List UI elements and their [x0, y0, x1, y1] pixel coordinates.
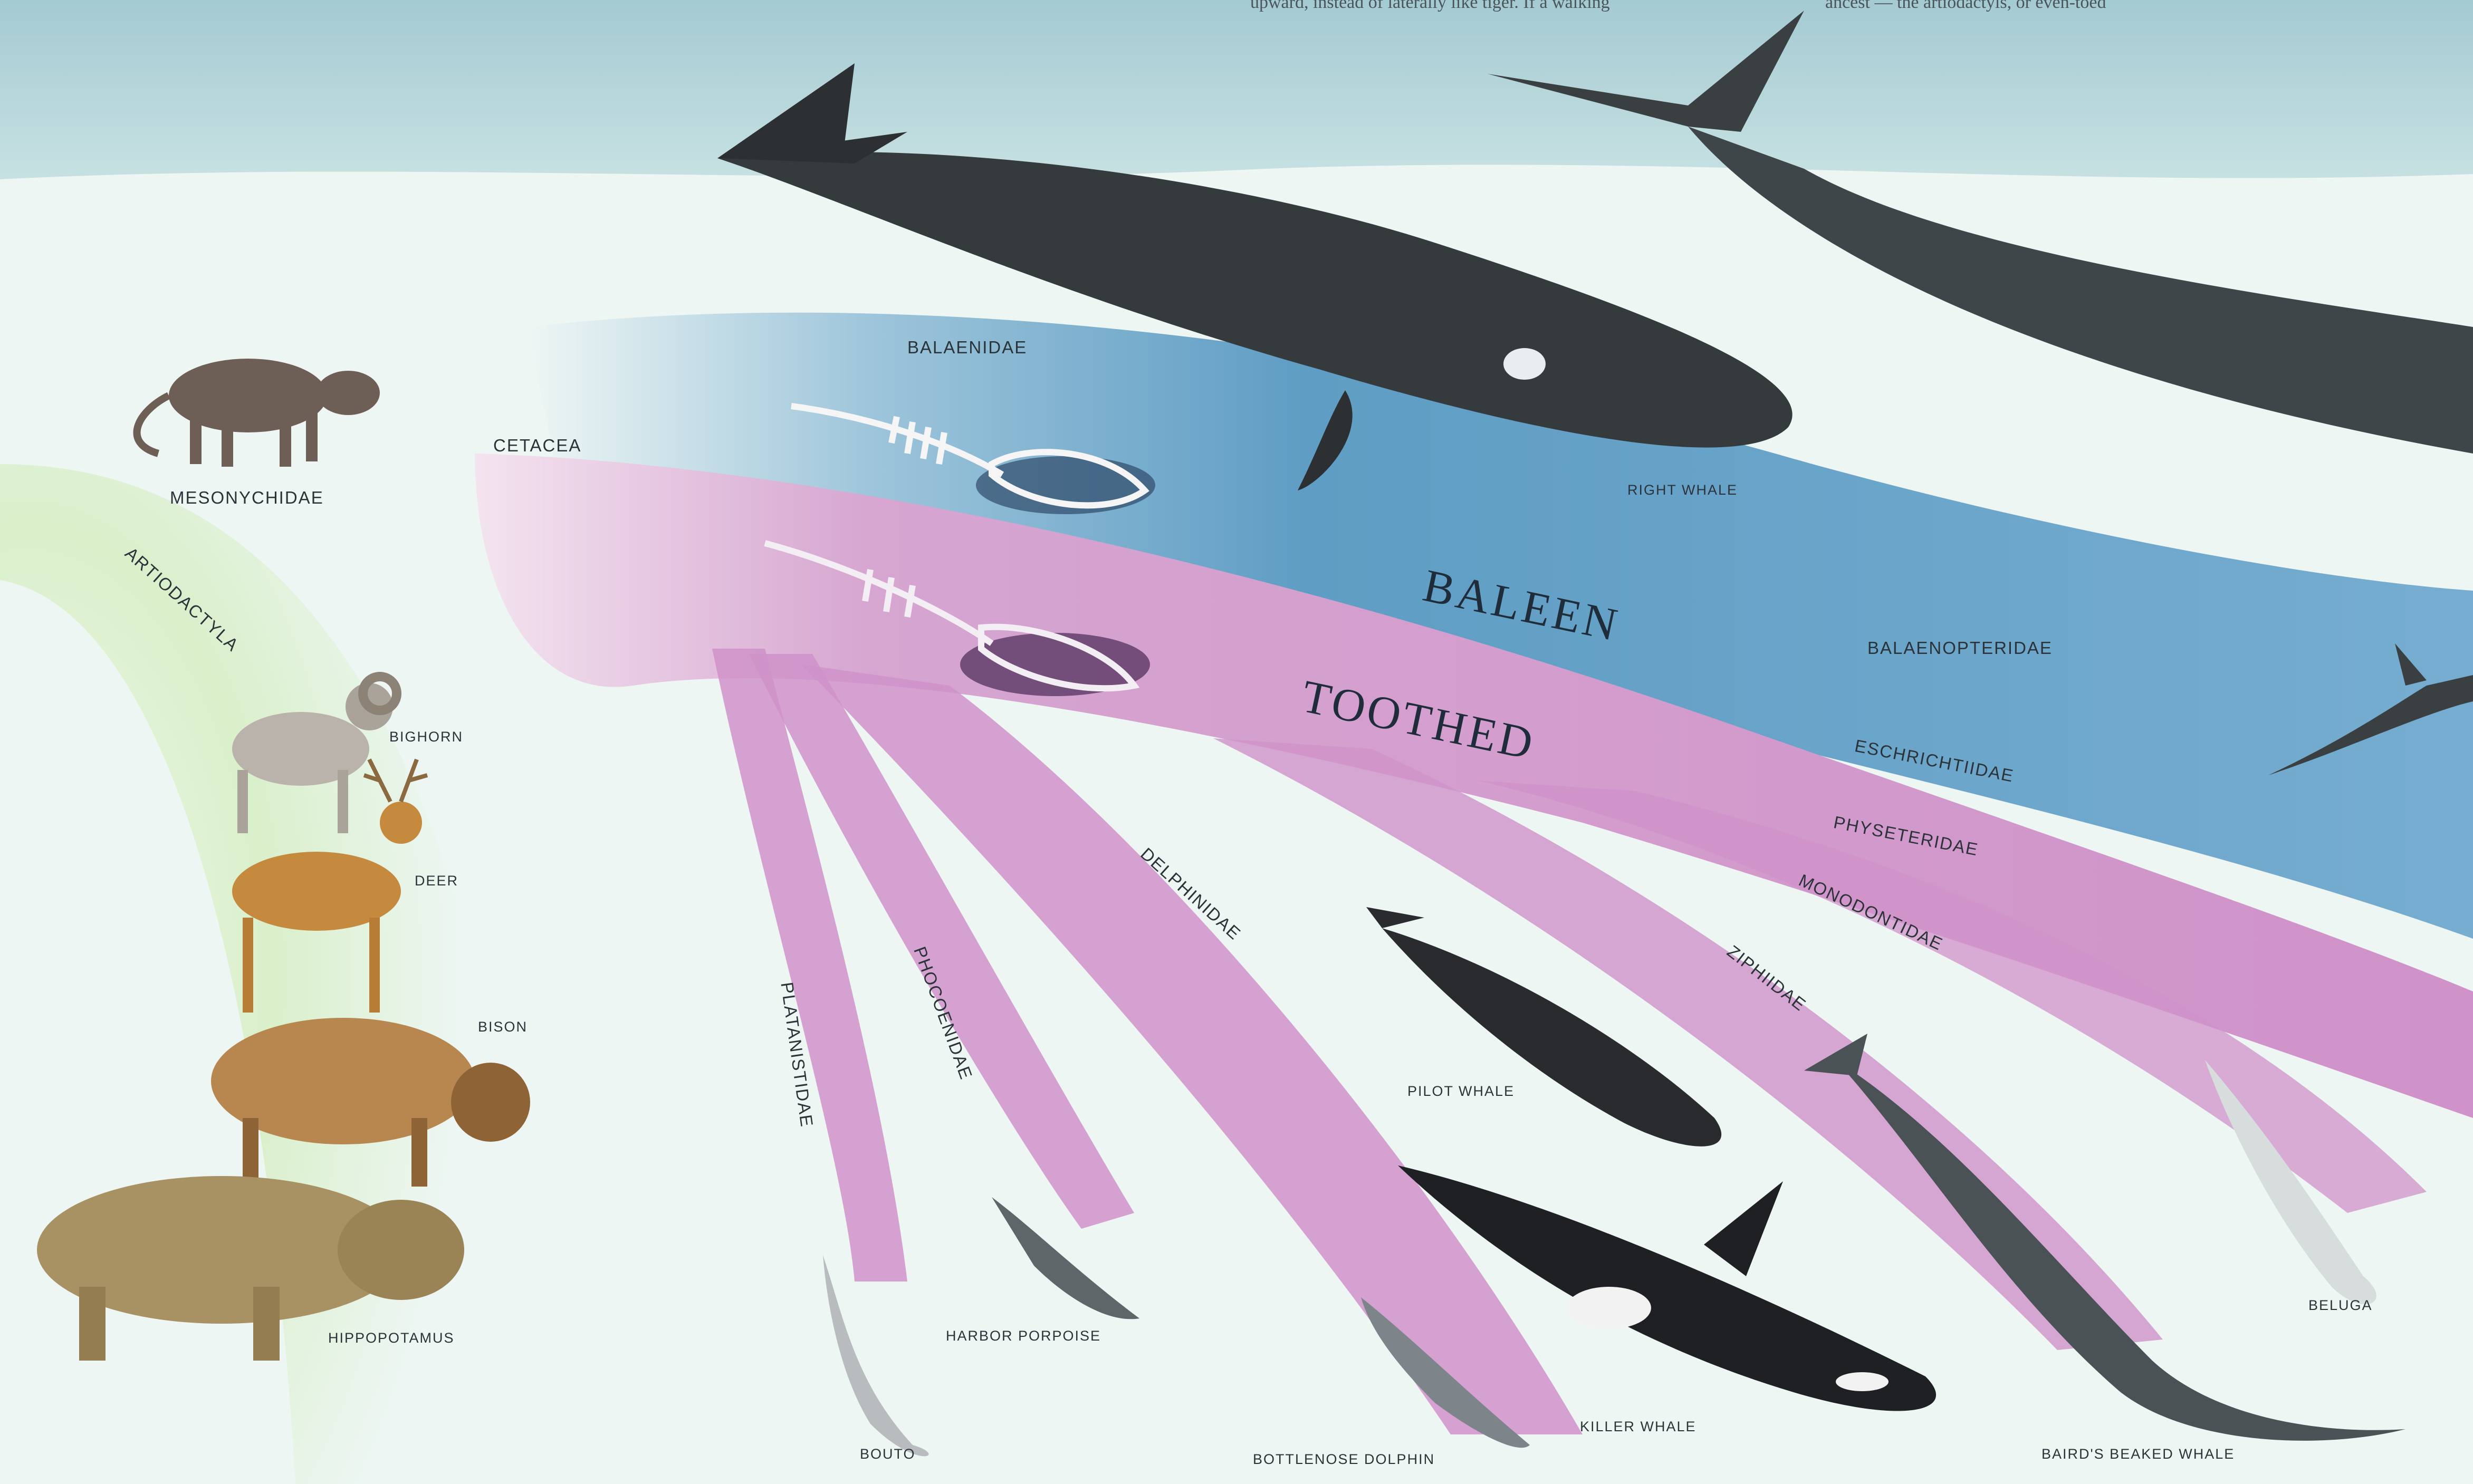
deer-label: DEER — [415, 873, 458, 889]
killer-whale-label: KILLER WHALE — [1580, 1419, 1696, 1435]
pilot-whale-label: PILOT WHALE — [1407, 1083, 1515, 1100]
bighorn-label: BIGHORN — [389, 729, 463, 745]
mesonychid-illustration — [137, 359, 380, 467]
bouto-label: BOUTO — [860, 1446, 916, 1462]
bouto-illustration — [823, 1255, 929, 1456]
right-whale-label: RIGHT WHALE — [1627, 482, 1738, 498]
bison-label: BISON — [478, 1019, 528, 1035]
hippopotamus-label: HIPPOPOTAMUS — [328, 1330, 455, 1346]
balaenopteridae-label: BALAENOPTERIDAE — [1867, 638, 2053, 658]
mesonychidae-label: MESONYCHIDAE — [170, 488, 324, 508]
bairds-beaked-whale-label: BAIRD'S BEAKED WHALE — [2041, 1446, 2235, 1462]
beluga-label: BELUGA — [2308, 1297, 2373, 1314]
caption-fragment-right: ancest — the artiodactyls, or even-toed — [1825, 0, 2106, 13]
cetacea-label: CETACEA — [493, 436, 581, 456]
bottlenose-dolphin-label: BOTTLENOSE DOLPHIN — [1253, 1451, 1435, 1468]
harbor-porpoise-label: HARBOR PORPOISE — [946, 1328, 1101, 1344]
caption-fragment-left: upward, instead of laterally like tiger.… — [1250, 0, 1610, 13]
sky — [0, 0, 2473, 179]
balaenidae-label: BALAENIDAE — [907, 338, 1027, 358]
